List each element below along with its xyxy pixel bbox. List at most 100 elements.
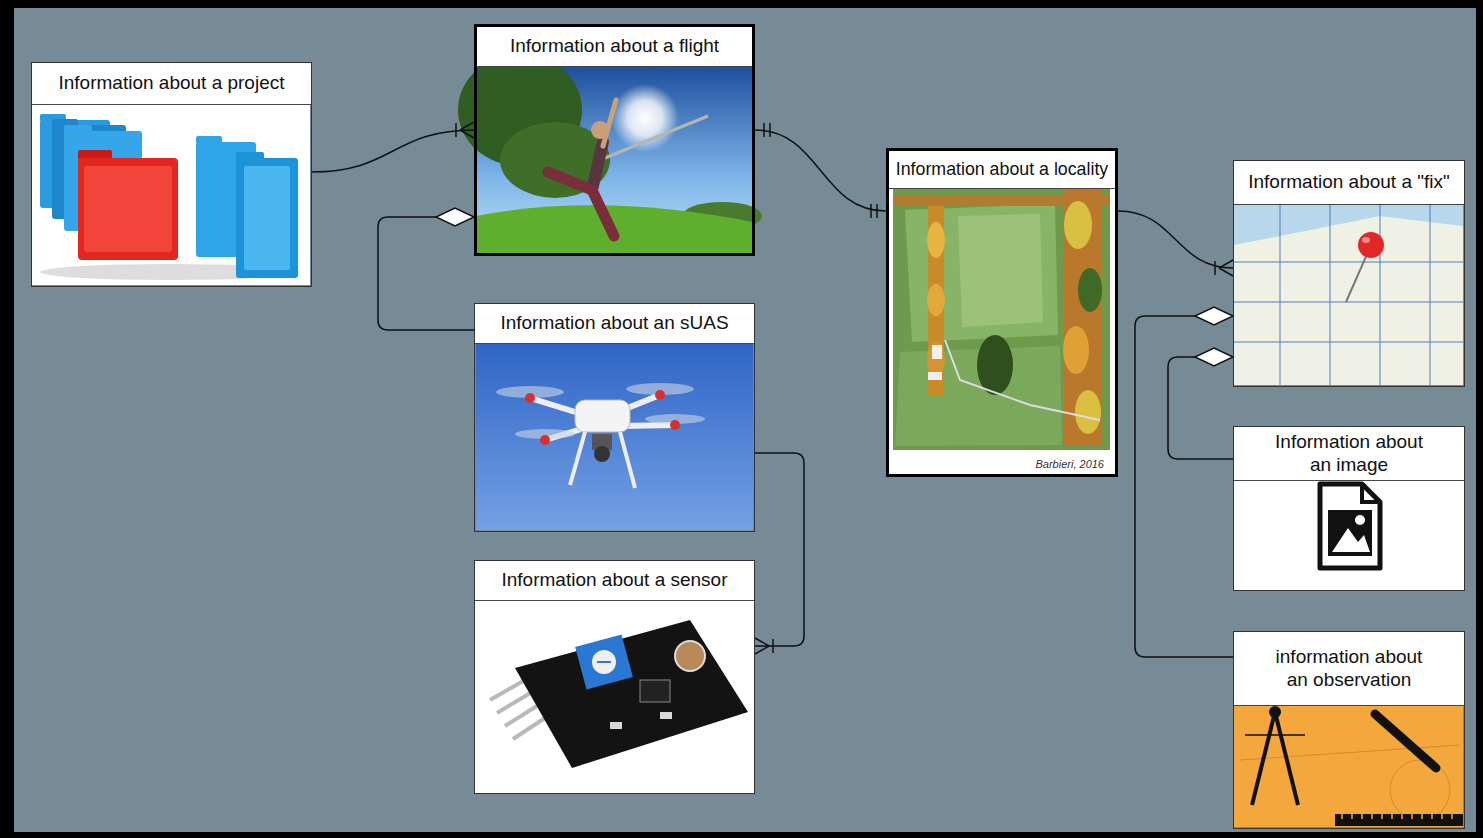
person-leg	[548, 172, 592, 190]
one-mark	[871, 204, 877, 218]
entity-title: Information about a "fix"	[1248, 171, 1450, 194]
entity-title: Information about a sensor	[501, 569, 727, 592]
image-frame	[1328, 510, 1372, 556]
person-head	[591, 121, 609, 139]
grid-line	[1280, 205, 1281, 385]
drone-body	[575, 400, 630, 432]
measure-line	[1245, 734, 1305, 736]
compass-leg	[1275, 712, 1298, 805]
connector-line	[312, 130, 474, 172]
mountain	[1332, 528, 1370, 552]
folder	[236, 158, 298, 278]
grid-line	[1234, 342, 1463, 343]
entity-header: Information about a flight	[477, 27, 752, 67]
tree	[1078, 268, 1102, 312]
drone-leg	[570, 432, 585, 485]
image-icon	[1234, 470, 1464, 590]
led	[660, 712, 672, 719]
aerial-photo	[887, 149, 1116, 475]
pencil	[1375, 714, 1436, 768]
pole	[600, 116, 708, 160]
motor	[670, 420, 680, 430]
entity-title: information about an observation	[1264, 646, 1434, 692]
picture-ground	[475, 600, 754, 793]
pencil-tip	[1432, 763, 1450, 781]
tree	[1064, 201, 1092, 249]
sea	[1234, 205, 1463, 385]
pin-head	[1358, 232, 1384, 258]
entity-header: Information about a project	[32, 63, 311, 105]
entity-title: Information about a project	[58, 72, 284, 95]
crows-foot	[755, 638, 769, 654]
tools-picture	[1234, 706, 1463, 827]
crows-foot-bar	[772, 639, 774, 653]
folder-face	[244, 166, 290, 270]
grid-line	[1430, 205, 1431, 385]
entity-title: Information about an image	[1267, 431, 1432, 477]
entity-box: Information about a localityBarbieri, 20…	[886, 148, 1118, 477]
motor	[655, 390, 665, 400]
aggregation-diamond	[1195, 307, 1233, 325]
flight-photo	[458, 54, 762, 254]
connector-line	[1118, 211, 1233, 268]
tree-row	[1064, 190, 1102, 445]
pin-needle	[1346, 252, 1368, 302]
map-picture	[1234, 205, 1463, 385]
entity-box: Information about an image	[1233, 426, 1465, 591]
potentiometer	[575, 635, 633, 690]
ruler	[1335, 814, 1463, 826]
entity-box: information about an observation	[1233, 631, 1465, 829]
entity-title: Information about a locality	[896, 159, 1109, 180]
one-mark	[764, 123, 770, 137]
photoresistor	[675, 641, 705, 671]
red-folder	[78, 158, 178, 260]
crows-foot-bar	[1214, 261, 1216, 275]
connector-line	[1135, 316, 1233, 657]
document-outline	[1320, 484, 1380, 568]
person-torso	[592, 142, 603, 190]
tree	[1063, 326, 1089, 374]
pin	[513, 716, 548, 739]
compass-hinge	[1269, 706, 1281, 718]
connector	[755, 453, 804, 654]
connector-line	[378, 217, 474, 330]
entity-title: Information about an sUAS	[500, 312, 728, 335]
entity-box: Information about a sensor	[474, 560, 755, 794]
tree	[927, 284, 945, 316]
knob-slot	[597, 661, 611, 663]
crows-foot	[1219, 260, 1233, 276]
compass-leg	[1252, 712, 1275, 805]
pin	[490, 680, 525, 700]
connector	[1168, 348, 1233, 459]
tree	[927, 222, 945, 258]
sun-dot	[1355, 515, 1365, 525]
field	[958, 214, 1043, 327]
chip	[640, 680, 670, 702]
entity-header: Information about an sUAS	[475, 304, 754, 344]
sky	[476, 344, 753, 530]
sensor-photo	[475, 600, 754, 793]
entity-box: Information about a project	[31, 62, 312, 287]
connector	[312, 122, 474, 172]
camera	[594, 446, 610, 462]
folder-face	[84, 166, 172, 252]
field	[905, 204, 1058, 342]
tree-clump	[977, 335, 1013, 395]
connector-line	[755, 453, 804, 646]
connector	[755, 123, 886, 218]
connector-line	[755, 130, 886, 211]
picture-ground	[1234, 706, 1463, 827]
connector	[1118, 211, 1233, 276]
entity-header: Information about an image	[1234, 427, 1464, 481]
connector-line	[1168, 357, 1233, 459]
grid-line	[1234, 302, 1463, 303]
entity-header: Information about a locality	[889, 151, 1115, 189]
potentiometer-knob	[592, 650, 616, 674]
folders-picture	[32, 104, 310, 285]
drone-photo	[476, 344, 753, 530]
entity-header: information about an observation	[1234, 632, 1464, 706]
building	[932, 345, 942, 359]
document-fold	[1362, 484, 1380, 502]
